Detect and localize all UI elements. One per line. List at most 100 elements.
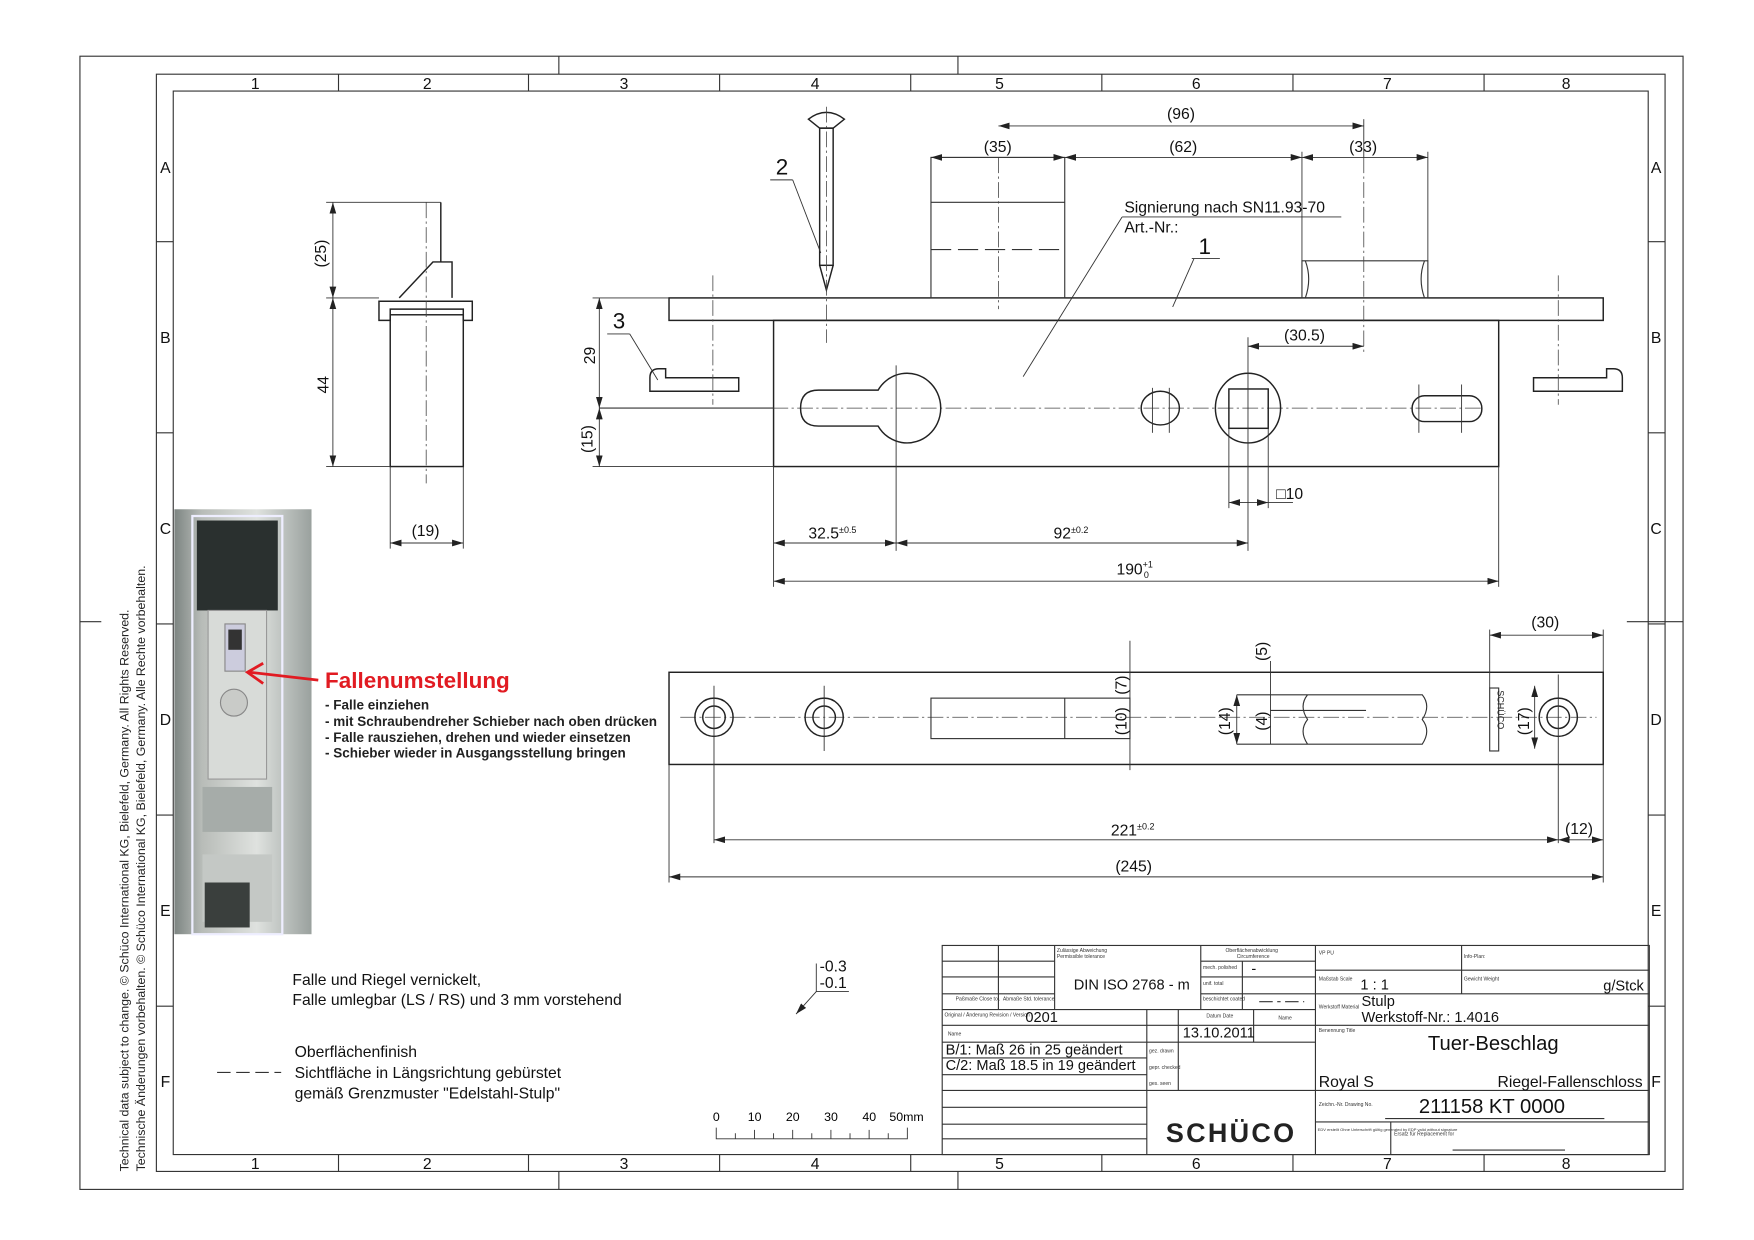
svg-text:- Falle rausziehen, drehen und: - Falle rausziehen, drehen und wieder ei… <box>325 730 631 745</box>
dim-33: (33) <box>1349 139 1377 156</box>
svg-text:B: B <box>160 330 170 347</box>
svg-text:5: 5 <box>995 1156 1004 1173</box>
svg-text:E: E <box>160 903 170 920</box>
side-view-latch: (25) 44 (19) <box>313 201 474 549</box>
column-labels-top: 1 2 3 4 5 6 7 8 <box>251 76 1571 93</box>
svg-text:1 : 1: 1 : 1 <box>1360 977 1388 993</box>
svg-text:Oberflächenabwicklung: Oberflächenabwicklung <box>1226 948 1279 954</box>
svg-text:4: 4 <box>811 1156 820 1173</box>
svg-text:Royal S: Royal S <box>1319 1074 1374 1091</box>
svg-text:C: C <box>1650 521 1661 538</box>
svg-text:13.10.2011: 13.10.2011 <box>1183 1026 1255 1042</box>
svg-text:-: - <box>1251 962 1256 978</box>
scale-bar: 0 10 20 30 40 50mm <box>713 1110 924 1140</box>
copyright-text: Technical data subject to change. © Schü… <box>117 565 148 1171</box>
svg-text:Datum Date: Datum Date <box>1206 1013 1233 1019</box>
row-labels-right: A B C D E F <box>1650 160 1661 1091</box>
svg-text:Technical data subject to chan: Technical data subject to change. © Schü… <box>117 610 131 1172</box>
svg-text:beschichtet coated: beschichtet coated <box>1203 997 1245 1003</box>
dim-30-5: (30.5) <box>1284 328 1325 345</box>
dim-14: (14) <box>1217 707 1234 735</box>
svg-text:Paßmaße Close tol.: Paßmaße Close tol. <box>956 997 1001 1003</box>
svg-text:gepr. checked: gepr. checked <box>1149 1065 1181 1071</box>
svg-text:Falle und Riegel vernickelt,: Falle und Riegel vernickelt, <box>292 972 481 989</box>
change-c2: C/2: Maß 18.5 in 19 geändert <box>946 1058 1136 1074</box>
svg-text:Werkstoff-Nr.: 1.4016: Werkstoff-Nr.: 1.4016 <box>1362 1010 1500 1026</box>
svg-text:Circumference: Circumference <box>1237 954 1270 960</box>
svg-text:Abmaße Std. tolerance: Abmaße Std. tolerance <box>1003 997 1055 1003</box>
svg-text:Name: Name <box>1278 1016 1292 1022</box>
svg-text:0201: 0201 <box>1025 1010 1058 1026</box>
svg-text:unif. total: unif. total <box>1203 981 1223 987</box>
svg-text:F: F <box>1651 1074 1661 1091</box>
drawing-number: 211158 KT 0000 <box>1419 1096 1565 1118</box>
signierung-note: Signierung nach SN11.93-70 <box>1124 199 1325 216</box>
svg-text:E: E <box>1651 903 1661 920</box>
top-view-lock: □10 2 3 1 Signierung nach SN11.93-70 Art… <box>580 106 1624 587</box>
svg-text:50mm: 50mm <box>889 1110 923 1124</box>
svg-text:Riegel-Fallenschloss: Riegel-Fallenschloss <box>1498 1074 1643 1091</box>
dim-245: (245) <box>1115 858 1152 875</box>
svg-text:-0.1: -0.1 <box>820 975 847 992</box>
svg-text:Gewicht Weight: Gewicht Weight <box>1464 976 1500 982</box>
svg-text:F: F <box>161 1074 171 1091</box>
row-labels-left: A B C D E F <box>160 160 171 1091</box>
dim-25: (25) <box>313 240 330 268</box>
svg-text:4: 4 <box>811 76 820 93</box>
svg-text:8: 8 <box>1562 1156 1571 1173</box>
svg-text:Stulp: Stulp <box>1362 994 1395 1010</box>
svg-text:- mit Schraubendreher Schieber: - mit Schraubendreher Schieber nach oben… <box>325 714 657 729</box>
art-nr-label: Art.-Nr.: <box>1124 220 1178 237</box>
svg-text:Maßstab Scale: Maßstab Scale <box>1319 976 1353 982</box>
svg-text:1: 1 <box>251 76 260 93</box>
svg-text:5: 5 <box>995 76 1004 93</box>
svg-text:mech. polished: mech. polished <box>1203 965 1237 971</box>
svg-text:Info-Plan:: Info-Plan: <box>1464 954 1486 960</box>
change-b1: B/1: Maß 26 in 25 geändert <box>946 1043 1123 1059</box>
svg-text:7: 7 <box>1383 76 1392 93</box>
svg-text:VP PU: VP PU <box>1319 950 1334 956</box>
svg-text:DIN ISO 2768 - m: DIN ISO 2768 - m <box>1074 977 1190 993</box>
latch-photo <box>174 509 312 936</box>
title-block: Zulässige Abweichung Permissible toleran… <box>941 944 1650 1156</box>
svg-text:Sichtfläche in Längsrichtung g: Sichtfläche in Längsrichtung gebürstet <box>295 1065 562 1082</box>
svg-text:g/Stck: g/Stck <box>1603 978 1644 994</box>
svg-text:Benennung Title: Benennung Title <box>1319 1028 1356 1034</box>
instructions-title: Fallenumstellung <box>325 668 510 693</box>
drawing-title: Tuer-Beschlag <box>1428 1033 1559 1055</box>
dim-19: (19) <box>412 523 440 540</box>
svg-text:B: B <box>1651 330 1661 347</box>
svg-text:40: 40 <box>862 1110 876 1124</box>
svg-text:Werkstoff Material: Werkstoff Material <box>1319 1004 1359 1010</box>
svg-text:ges. seen: ges. seen <box>1149 1081 1171 1087</box>
faceplate-marking: SCHÜCO <box>1496 690 1506 729</box>
screw-icon <box>807 106 846 343</box>
front-view-faceplate: SCHÜCO (7) (10) (5) (4) (14) (17) (30) 2… <box>668 614 1604 883</box>
svg-text:10: 10 <box>748 1110 762 1124</box>
sheet-frame <box>79 55 1684 1190</box>
svg-text:Permissible tolerance: Permissible tolerance <box>1057 954 1105 960</box>
svg-text:0: 0 <box>713 1110 720 1124</box>
svg-text:Technische Änderungen vorbehal: Technische Änderungen vorbehalten. © Sch… <box>134 565 148 1171</box>
svg-text:6: 6 <box>1192 1156 1201 1173</box>
svg-text:C: C <box>160 521 171 538</box>
dim-30: (30) <box>1531 614 1559 631</box>
dim-5: (5) <box>1254 642 1271 661</box>
dim-15: (15) <box>580 425 597 453</box>
svg-text:- Schieber wieder in Ausgangss: - Schieber wieder in Ausgangsstellung br… <box>325 746 626 761</box>
svg-text:Original / Änderung Revision /: Original / Änderung Revision / Version <box>944 1011 1029 1018</box>
svg-text:2: 2 <box>423 76 432 93</box>
position-3: 3 <box>613 308 626 333</box>
dim-35: (35) <box>984 139 1012 156</box>
svg-text:2: 2 <box>423 1156 432 1173</box>
dim-44: 44 <box>315 376 332 394</box>
dim-29: 29 <box>582 347 599 364</box>
svg-text:3: 3 <box>620 1156 629 1173</box>
svg-text:A: A <box>160 160 171 177</box>
svg-text:D: D <box>1650 712 1661 729</box>
svg-text:7: 7 <box>1383 1156 1392 1173</box>
svg-text:8: 8 <box>1562 76 1571 93</box>
svg-text:A: A <box>1651 160 1662 177</box>
